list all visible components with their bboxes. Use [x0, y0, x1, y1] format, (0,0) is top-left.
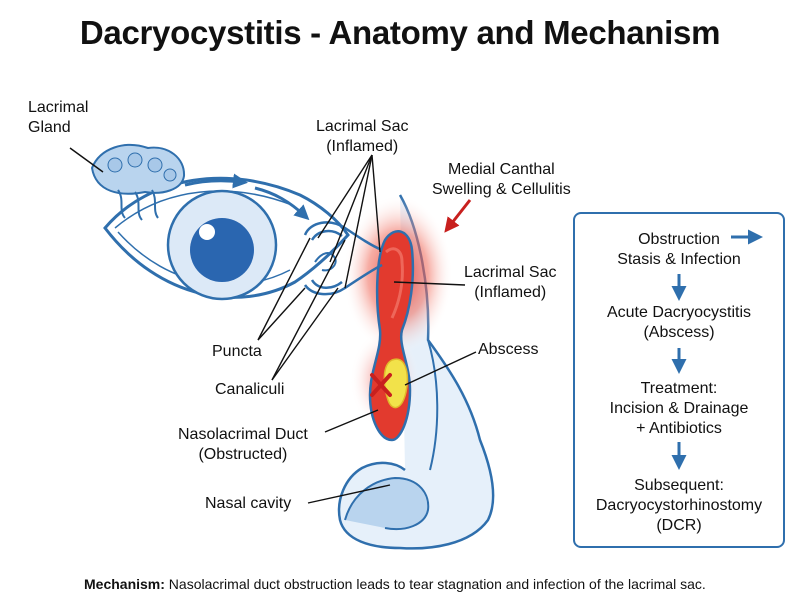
label-nasolacrimal-duct-line1: Nasolacrimal Duct	[178, 426, 308, 443]
flow-step-treatment-line1: Treatment:	[640, 380, 718, 397]
flow-step-subsequent-line3: (DCR)	[656, 517, 702, 534]
flow-step-obstruction-line1: Obstruction	[638, 231, 720, 248]
eye-shape	[103, 176, 350, 301]
lacrimal-gland-shape	[90, 143, 186, 221]
flow-step-treatment-line3: + Antibiotics	[636, 420, 722, 437]
label-lacrimal-gland-line2: Gland	[28, 119, 71, 136]
footnote-prefix: Mechanism:	[84, 576, 165, 592]
label-medial-canthal: Medial Canthal Swelling & Cellulitis	[432, 160, 571, 200]
footnote-text: Nasolacrimal duct obstruction leads to t…	[164, 576, 706, 592]
leader-lines	[69, 147, 477, 504]
label-puncta: Puncta	[212, 343, 262, 360]
mechanism-flowchart: Obstruction Stasis & Infection Acute Dac…	[573, 212, 785, 548]
flow-step-subsequent: Subsequent: Dacryocystorhinostomy (DCR)	[575, 476, 783, 536]
mechanism-footnote: Mechanism: Nasolacrimal duct obstruction…	[84, 576, 706, 592]
label-lacrimal-sac-top-line2: (Inflamed)	[326, 138, 399, 155]
label-abscess: Abscess	[478, 341, 539, 358]
label-lacrimal-sac-right-line2: (Inflamed)	[474, 284, 547, 301]
flow-step-obstruction: Obstruction Stasis & Infection	[575, 230, 783, 270]
flow-step-treatment: Treatment: Incision & Drainage + Antibio…	[575, 379, 783, 439]
label-nasolacrimal-duct-line2: (Obstructed)	[198, 446, 288, 463]
swelling-pointer-arrow	[444, 199, 472, 233]
label-lacrimal-gland-line1: Lacrimal	[28, 99, 89, 116]
label-nasolacrimal-duct: Nasolacrimal Duct (Obstructed)	[178, 425, 308, 465]
page-title: Dacryocystitis - Anatomy and Mechanism	[79, 14, 721, 51]
label-canaliculi: Canaliculi	[215, 381, 285, 398]
flow-step-acute-line1: Acute Dacryocystitis	[606, 304, 752, 321]
eye-highlight	[199, 224, 215, 240]
label-lacrimal-gland: Lacrimal Gland	[28, 98, 88, 138]
label-lacrimal-sac-right-line1: Lacrimal Sac	[464, 264, 557, 281]
obstruction-x-icon	[370, 373, 392, 397]
flow-step-obstruction-line2: Stasis & Infection	[617, 251, 741, 268]
label-nasal-cavity: Nasal cavity	[205, 495, 292, 512]
label-medial-canthal-line1: Medial Canthal	[447, 161, 555, 178]
tear-flow-arrow-1	[184, 173, 248, 189]
flow-step-treatment-line2: Incision & Drainage	[609, 400, 749, 417]
abscess-shape	[383, 358, 409, 409]
label-lacrimal-sac-top-line1: Lacrimal Sac	[316, 118, 409, 135]
tear-flow-arrow-2	[254, 186, 310, 221]
flow-step-subsequent-line2: Dacryocystorhinostomy	[595, 497, 763, 514]
flow-step-subsequent-line1: Subsequent:	[634, 477, 724, 494]
label-lacrimal-sac-right: Lacrimal Sac (Inflamed)	[464, 263, 556, 303]
flow-arrows	[671, 229, 763, 470]
label-medial-canthal-line2: Swelling & Cellulitis	[432, 181, 571, 198]
iris	[190, 218, 254, 282]
label-lacrimal-sac-top: Lacrimal Sac (Inflamed)	[316, 117, 408, 157]
flow-step-acute-line2: (Abscess)	[643, 324, 715, 341]
flow-step-acute-dacryocystitis: Acute Dacryocystitis (Abscess)	[575, 303, 783, 343]
